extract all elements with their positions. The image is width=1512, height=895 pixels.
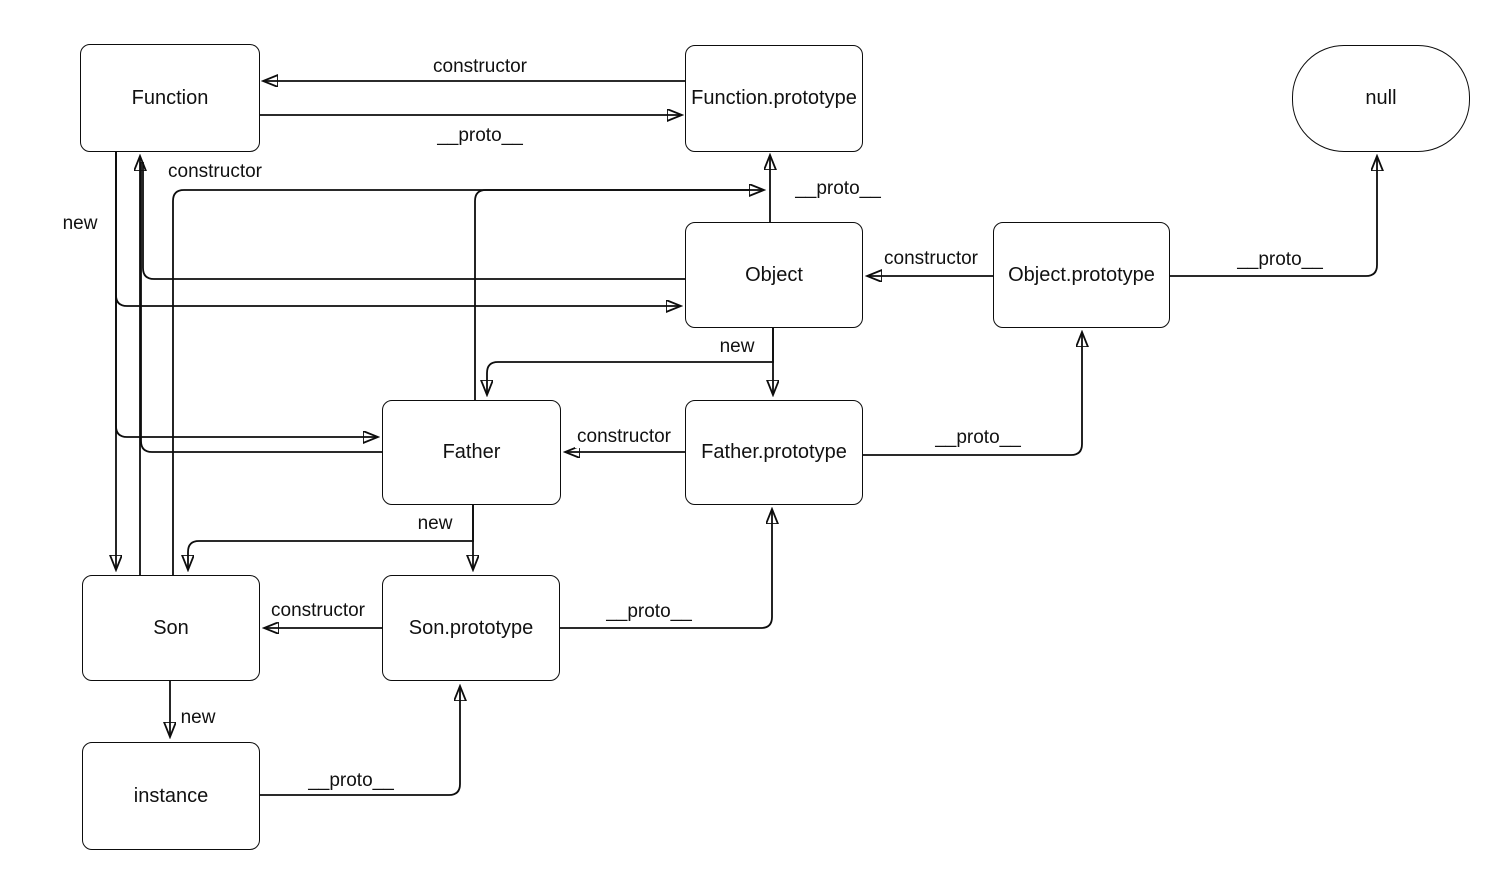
edge-label-constructor-fatherprototype-father: constructor	[575, 426, 673, 448]
node-function-prototype: Function.prototype	[685, 45, 863, 152]
edge-label-proto-object-functionprototype: __proto__	[793, 178, 883, 200]
edge-label-proto-instance-sonprototype: __proto__	[306, 770, 396, 792]
node-father-prototype: Father.prototype	[685, 400, 863, 505]
edge-label-new-function: new	[60, 213, 100, 235]
edge-label-constructor-sonprototype-son: constructor	[269, 600, 367, 622]
node-function: Function	[80, 44, 260, 152]
edge-son-prototype-proto-father-prototype	[560, 509, 772, 629]
edge-object-prototype-proto-null	[1170, 156, 1377, 277]
edge-function-new-father	[115, 152, 378, 437]
edge-label-new-father: new	[415, 513, 455, 535]
edge-label-constructor-functionprototype-function: constructor	[431, 56, 529, 78]
node-son-prototype: Son.prototype	[382, 575, 560, 681]
node-instance: instance	[82, 742, 260, 850]
edge-father-proto-function-prototype	[474, 189, 750, 400]
node-son: Son	[82, 575, 260, 681]
edge-label-new-object: new	[717, 336, 757, 358]
edge-instance-proto-son-prototype	[260, 686, 460, 796]
node-father: Father	[382, 400, 561, 505]
edge-father-prototype-proto-object-prototype	[863, 332, 1082, 456]
edge-object-constructor-function	[142, 162, 685, 280]
edge-label-proto-objectprototype-null: __proto__	[1235, 249, 1325, 271]
node-object-prototype: Object.prototype	[993, 222, 1170, 328]
edge-object-new-father	[487, 328, 774, 395]
edge-label-constructor-objectprototype-object: constructor	[882, 248, 980, 270]
node-object: Object	[685, 222, 863, 328]
edge-label-proto-sonprototype-fatherprototype: __proto__	[604, 601, 694, 623]
edge-label-new-son: new	[178, 707, 218, 729]
node-null: null	[1292, 45, 1470, 152]
edge-label-proto-fatherprototype-objectprototype: __proto__	[933, 427, 1023, 449]
edge-father-new-son	[188, 505, 474, 570]
edge-label-proto-function-functionprototype: __proto__	[435, 125, 525, 147]
edge-label-constructor-to-function: constructor	[166, 161, 264, 183]
edge-father-constructor-function	[140, 162, 382, 453]
edge-son-proto-function-prototype	[172, 190, 764, 575]
